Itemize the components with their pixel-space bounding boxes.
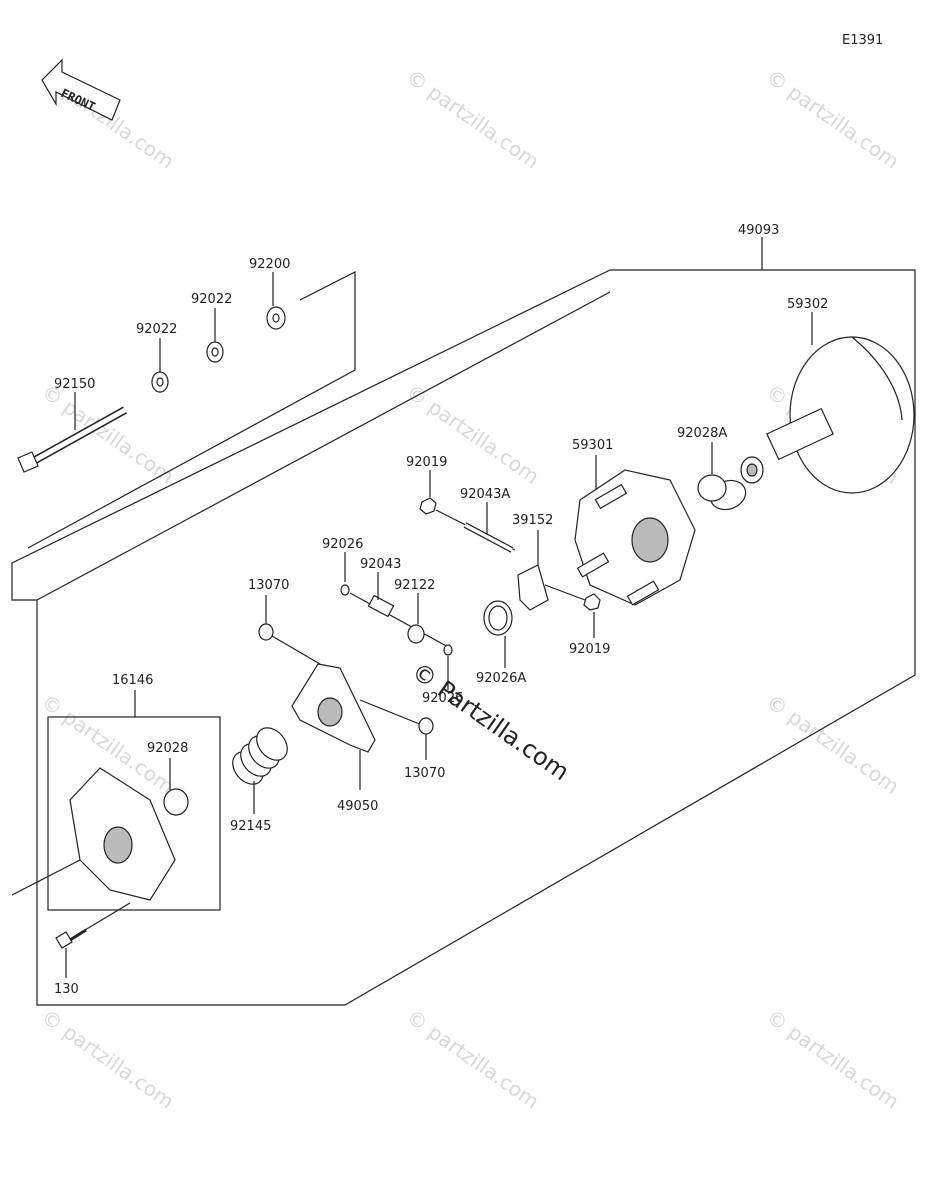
watermark: © partzilla.com xyxy=(762,1004,903,1113)
part-label: 16146 xyxy=(112,673,153,688)
watermark: © partzilla.com xyxy=(762,64,903,173)
part-label: 92026 xyxy=(422,691,463,706)
part-label: 92026 xyxy=(322,537,363,552)
part-label: 49093 xyxy=(738,223,779,238)
watermark: © partzilla.com xyxy=(762,689,903,798)
watermark: © partzilla.com xyxy=(402,379,543,488)
part-label: 13070 xyxy=(404,766,445,781)
watermark: © partzilla.com xyxy=(37,1004,178,1113)
pin-92043A-icon xyxy=(463,522,514,553)
spring-92145-icon xyxy=(232,727,288,785)
subassembly-box-16146 xyxy=(47,716,221,911)
cover-16146-icon xyxy=(69,767,176,901)
part-label: 49050 xyxy=(337,799,378,814)
spider-49050-icon xyxy=(291,663,376,753)
weight-39152-icon xyxy=(517,564,549,611)
watermark: © partzilla.com xyxy=(37,379,178,488)
movable-sheave-59301-icon xyxy=(574,469,696,606)
part-label: 92028A xyxy=(677,426,727,441)
part-label: 130 xyxy=(54,982,79,997)
bolt-92150-icon xyxy=(17,406,127,473)
bolt-130-icon xyxy=(55,928,87,949)
watermarks: © partzilla.com © partzilla.com © partzi… xyxy=(37,64,903,1113)
part-label: 39152 xyxy=(512,513,553,528)
part-label: 92026A xyxy=(476,671,526,686)
watermark: © partzilla.com xyxy=(402,1004,543,1113)
bushing-13070-icon xyxy=(258,623,274,641)
part-label: 59302 xyxy=(787,297,828,312)
assembly-outer-frame xyxy=(11,269,916,1006)
part-label: 92019 xyxy=(569,642,610,657)
part-label: 92043A xyxy=(460,487,510,502)
part-label: 92043 xyxy=(360,557,401,572)
bushing-92028A-icon xyxy=(697,474,747,511)
part-label: 92028 xyxy=(147,741,188,756)
part-label: 59301 xyxy=(572,438,613,453)
roller-92122-icon xyxy=(407,624,425,644)
diagram-code: E1391 xyxy=(842,33,883,48)
part-label: 13070 xyxy=(248,578,289,593)
part-label: 92145 xyxy=(230,819,271,834)
part-label: 92022 xyxy=(191,292,232,307)
nut-92019-icon xyxy=(419,497,437,515)
pin-92043-icon xyxy=(367,594,395,618)
part-label: 92150 xyxy=(54,377,95,392)
washer-92026-icon xyxy=(340,584,350,596)
bracket-washers xyxy=(27,271,356,549)
part-label: 92200 xyxy=(249,257,290,272)
part-label: 92022 xyxy=(136,322,177,337)
washer-92026-icon xyxy=(443,644,453,656)
part-label: 92122 xyxy=(394,578,435,593)
part-label: 92019 xyxy=(406,455,447,470)
assembly-inner-frame xyxy=(36,291,611,601)
watermark: © partzilla.com xyxy=(402,64,543,173)
bushing-92028-icon xyxy=(163,788,189,816)
fixed-sheave-59302-icon xyxy=(740,336,915,494)
nut-92019-icon xyxy=(583,593,601,611)
bushing-13070-icon xyxy=(418,717,434,735)
